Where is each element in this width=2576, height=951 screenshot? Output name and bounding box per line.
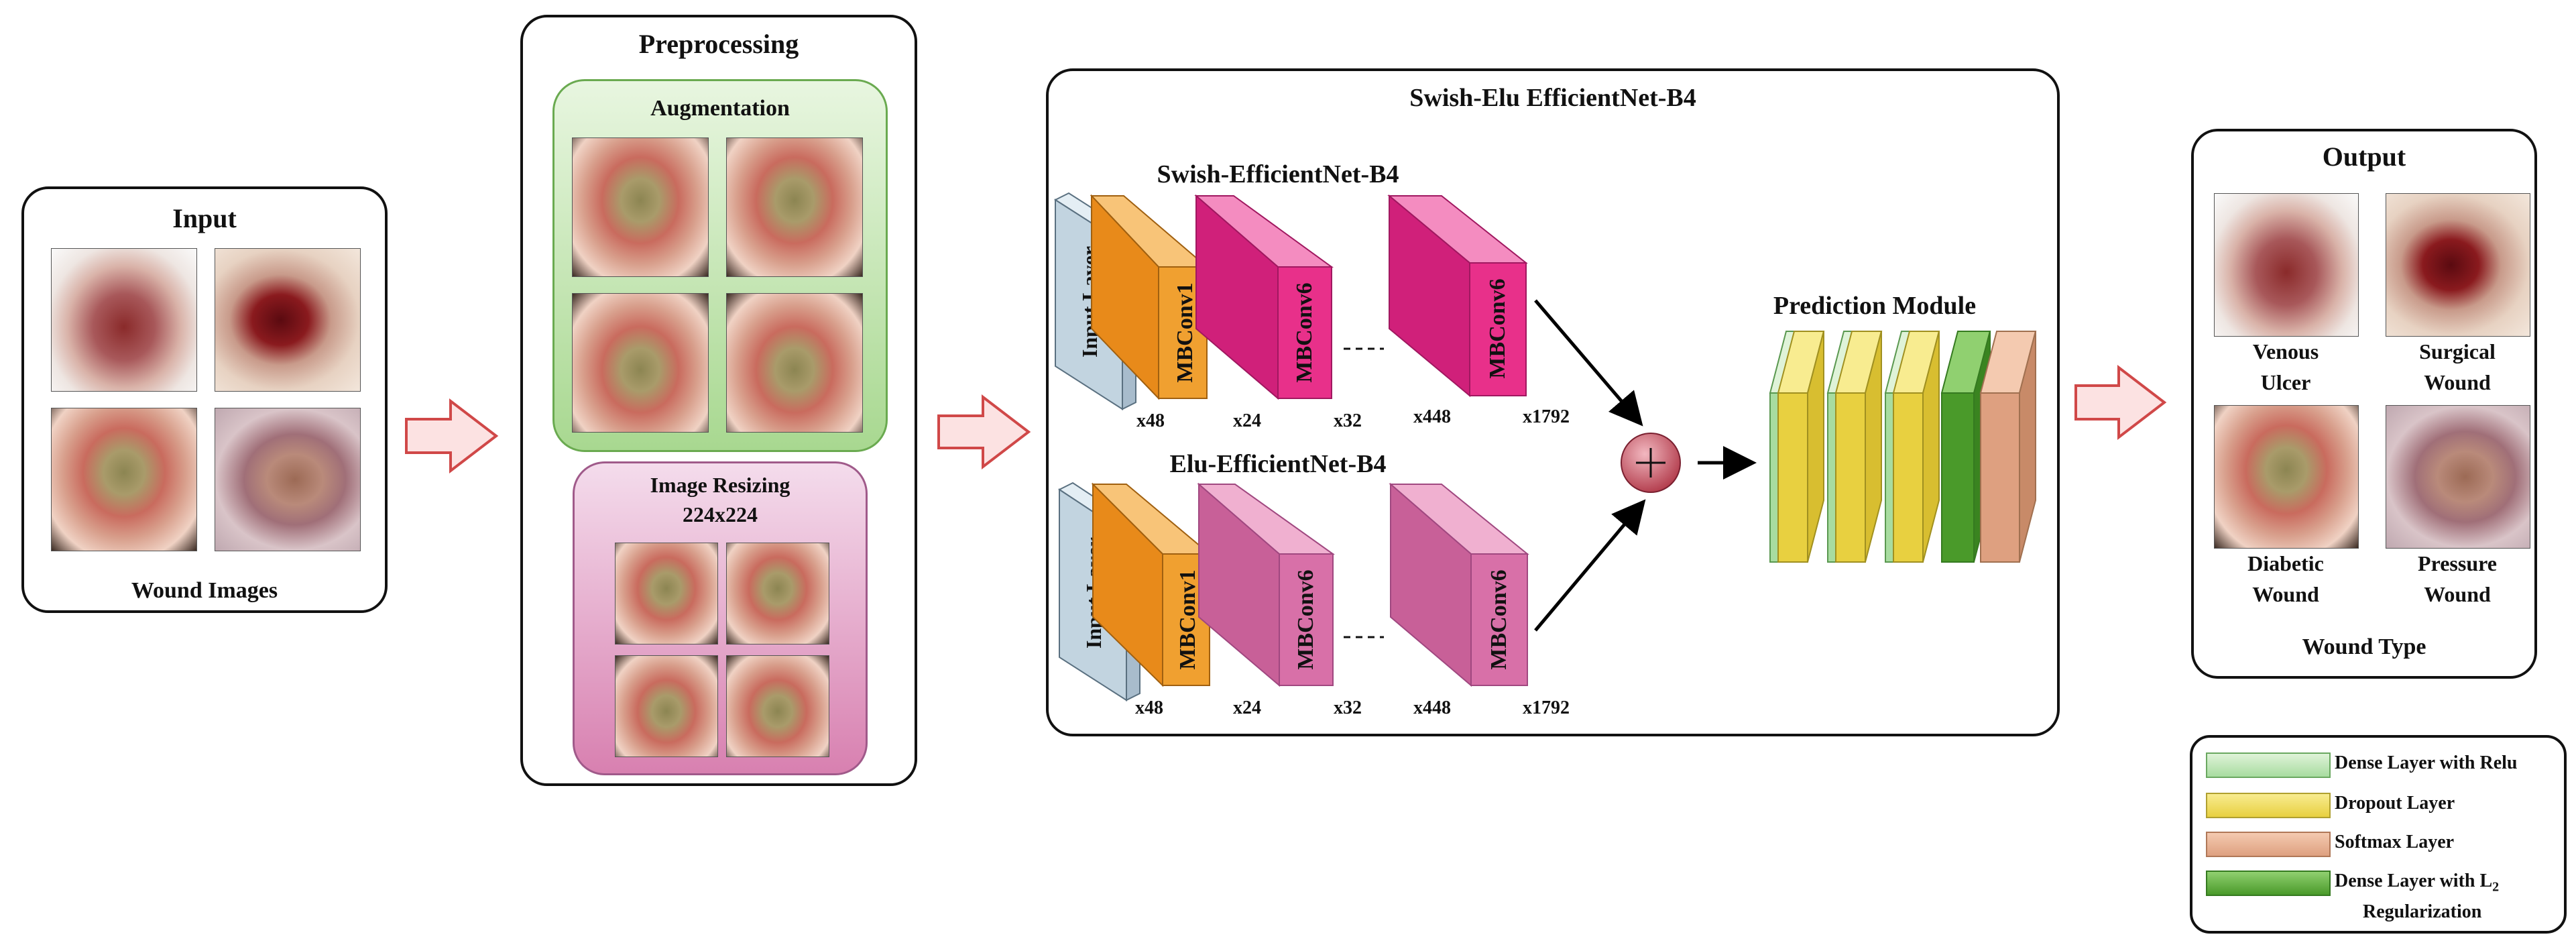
- legend-label-dense-relu: Dense Layer with Relu: [2335, 752, 2518, 773]
- input-title: Input: [172, 203, 237, 233]
- legend-swatch-softmax: [2206, 832, 2331, 857]
- pipeline-arrow-3: [2074, 364, 2167, 441]
- pipeline-arrow-1: [405, 398, 499, 474]
- output-image-surgical: [2386, 193, 2530, 337]
- augmented-image-1: [572, 137, 709, 277]
- input-image-pressure: [215, 408, 361, 551]
- input-caption: Wound Images: [131, 578, 278, 603]
- legend-label-dense-l2-subscript: 2: [2492, 879, 2500, 895]
- resized-image-1: [615, 543, 718, 645]
- resizing-size: 224x224: [683, 502, 758, 526]
- resized-image-4: [726, 655, 829, 757]
- output-title: Output: [2322, 142, 2406, 172]
- preprocessing-title: Preprocessing: [638, 29, 799, 59]
- preprocessing-panel: Preprocessing Augmentation Image Resizin…: [520, 15, 917, 786]
- output-class-surgical-line1: Surgical: [2419, 339, 2496, 363]
- resized-image-2: [726, 543, 829, 645]
- legend-label-regularization: Regularization: [2363, 901, 2482, 922]
- resizing-box: Image Resizing 224x224: [573, 461, 868, 775]
- output-class-venous-line2: Ulcer: [2260, 370, 2311, 394]
- model-panel: Swish-Elu EfficientNet-B4: [1046, 68, 2060, 736]
- resized-image-3: [615, 655, 718, 757]
- augmentation-box: Augmentation: [552, 79, 888, 452]
- legend-swatch-dense-l2: [2206, 871, 2331, 896]
- legend-swatch-dense-relu: [2206, 752, 2331, 778]
- pipeline-arrow-2: [937, 394, 1031, 470]
- input-panel: Input Wound Images: [21, 186, 388, 613]
- output-image-pressure: [2386, 405, 2530, 549]
- output-class-surgical-line2: Wound: [2424, 370, 2491, 394]
- resizing-title: Image Resizing: [650, 473, 791, 497]
- output-caption: Wound Type: [2302, 634, 2426, 659]
- output-image-diabetic: [2214, 405, 2359, 549]
- augmented-image-4: [726, 293, 863, 433]
- output-panel: Output Venous Ulcer Surgical Wound Diabe…: [2191, 129, 2537, 679]
- input-image-diabetic: [51, 408, 197, 551]
- augmented-image-3: [572, 293, 709, 433]
- output-class-pressure-line1: Pressure: [2418, 551, 2497, 575]
- legend-label-dropout: Dropout Layer: [2335, 793, 2455, 814]
- input-image-venous: [51, 248, 197, 392]
- output-class-venous-line1: Venous: [2252, 339, 2319, 363]
- output-class-diabetic-line1: Diabetic: [2247, 551, 2324, 575]
- legend-swatch-dropout: [2206, 793, 2331, 818]
- legend-panel: Dense Layer with Relu Dropout Layer Soft…: [2190, 735, 2567, 934]
- output-class-diabetic-line2: Wound: [2252, 582, 2319, 606]
- augmented-image-2: [726, 137, 863, 277]
- output-class-pressure-line2: Wound: [2424, 582, 2491, 606]
- input-image-surgical: [215, 248, 361, 392]
- augmentation-title: Augmentation: [650, 96, 790, 121]
- legend-label-softmax: Softmax Layer: [2335, 832, 2455, 852]
- model-title: Swish-Elu EfficientNet-B4: [1409, 84, 1696, 112]
- output-image-venous: [2214, 193, 2359, 337]
- legend-label-dense-l2: Dense Layer with L2: [2335, 871, 2499, 895]
- legend-label-dense-l2-text: Dense Layer with L: [2335, 871, 2493, 891]
